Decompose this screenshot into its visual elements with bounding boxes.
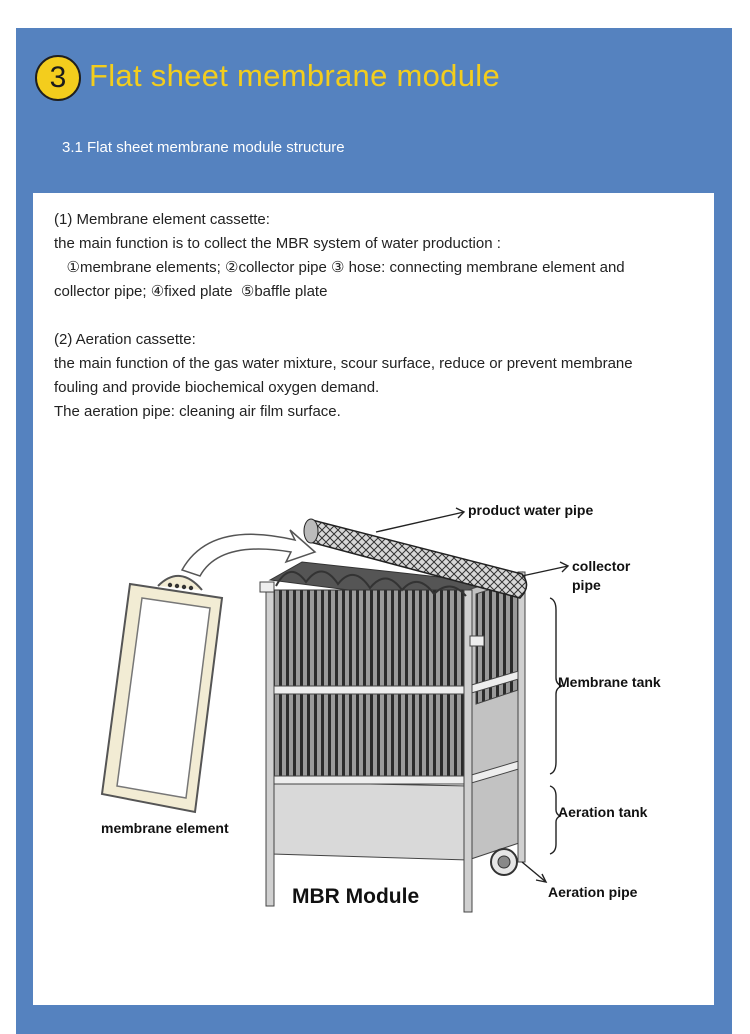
- mbr-module-body: [259, 518, 528, 913]
- label-aeration-tank: Aeration tank: [558, 804, 648, 820]
- label-aeration-pipe: Aeration pipe: [548, 884, 638, 900]
- text-line: ①membrane elements; ②collector pipe ③ ho…: [54, 259, 625, 276]
- insert-arrow: [180, 529, 317, 577]
- text-line: The aeration pipe: cleaning air film sur…: [54, 403, 341, 420]
- label-membrane-element: membrane element: [101, 820, 229, 836]
- label-membrane-tank: Membrane tank: [558, 674, 661, 690]
- text-line: the main function of the gas water mixtu…: [54, 355, 633, 372]
- mbr-module-illustration: [100, 507, 570, 913]
- section-number: 3: [49, 61, 67, 94]
- section-title: Flat sheet membrane module: [89, 58, 500, 93]
- text-line: collector pipe; ④fixed plate ⑤baffle pla…: [54, 283, 328, 300]
- section-subtitle: 3.1 Flat sheet membrane module structure: [62, 139, 345, 156]
- label-collector-pipe-line2: pipe: [572, 577, 601, 593]
- callout-lines: [375, 507, 570, 883]
- section-number-badge: 3: [35, 55, 81, 101]
- membrane-element-plate: [100, 575, 224, 814]
- text-line: (2) Aeration cassette:: [54, 331, 196, 348]
- label-product-water-pipe: product water pipe: [468, 502, 594, 518]
- description-text: (1) Membrane element cassette: the main …: [54, 208, 714, 424]
- label-collector-pipe-line1: collector: [572, 558, 631, 574]
- text-gap: [54, 304, 714, 328]
- text-line: fouling and provide biochemical oxygen d…: [54, 379, 380, 396]
- figure-caption: MBR Module: [292, 885, 420, 908]
- text-line: (1) Membrane element cassette:: [54, 211, 270, 228]
- text-line: the main function is to collect the MBR …: [54, 235, 501, 252]
